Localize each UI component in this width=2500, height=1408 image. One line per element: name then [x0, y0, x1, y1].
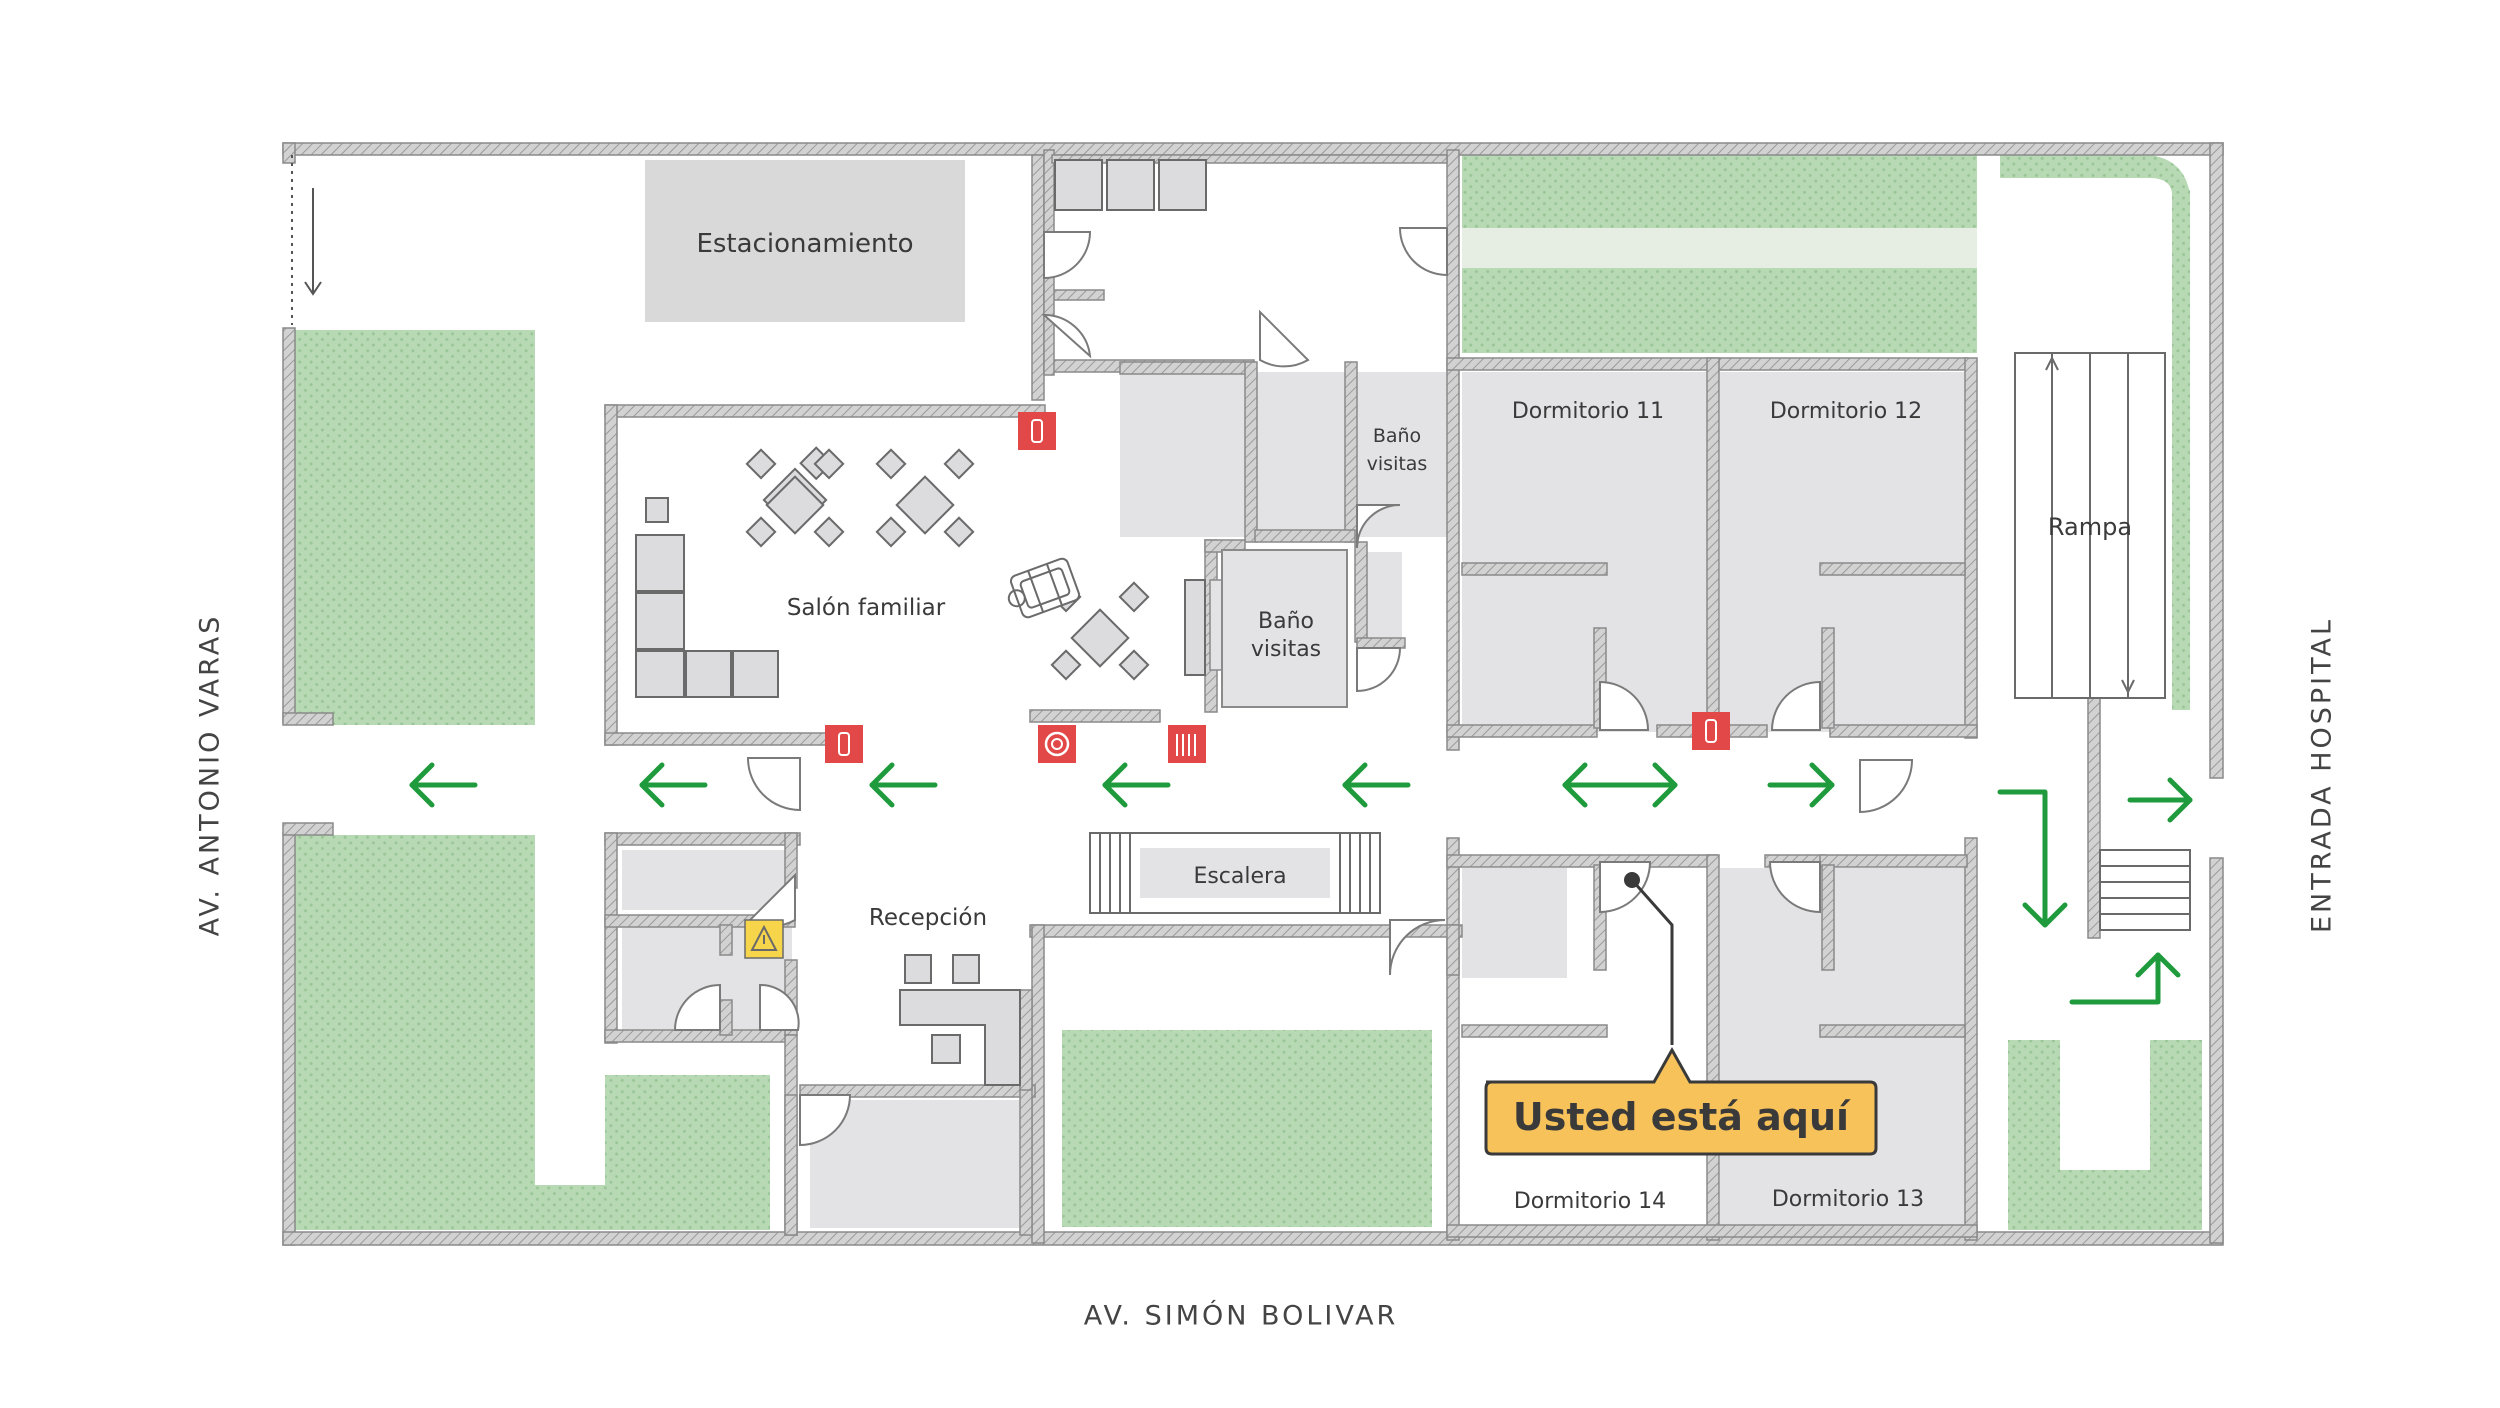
dorm-13-label: Dormitorio 13 — [1772, 1187, 1924, 1212]
stairs-label: Escalera — [1193, 864, 1286, 889]
you-are-here-label: Usted está aquí — [1513, 1095, 1851, 1139]
dorm-11-label: Dormitorio 11 — [1512, 399, 1664, 424]
bathroom-a-label-line1: Baño — [1373, 425, 1421, 447]
family-lounge-label: Salón familiar — [787, 595, 946, 621]
ramp-label: Rampa — [2048, 513, 2132, 541]
parking-entry-arrow — [291, 155, 322, 325]
you-are-here-pin — [1484, 872, 1878, 1156]
bathroom-b-label-line1: Baño — [1258, 609, 1314, 634]
bathroom-b-label-line2: visitas — [1251, 637, 1321, 662]
doors — [673, 227, 1914, 1147]
street-left-label: AV. ANTONIO VARAS — [194, 613, 226, 937]
exit-arrow-both — [1562, 762, 1678, 808]
storage-boxes — [1054, 159, 1207, 211]
ramp — [2014, 352, 2166, 699]
fire-extinguisher-icon — [1018, 412, 1056, 450]
exit-arrow-down — [1997, 789, 2068, 928]
bathroom-a-label-line2: visitas — [1367, 453, 1428, 475]
reception-desk — [899, 954, 1021, 1086]
tables — [745, 446, 1150, 681]
stairs — [1089, 832, 1381, 914]
exit-arrow-left — [639, 762, 708, 808]
exit-arrow-left — [1102, 762, 1171, 808]
street-right-label: ENTRADA HOSPITAL — [2306, 616, 2338, 934]
parking-label: Estacionamiento — [696, 229, 913, 259]
exit-arrow-right — [2127, 777, 2193, 823]
massage-chair-icon — [1007, 557, 1081, 619]
wet-floor-warning-icon — [744, 919, 784, 959]
evacuation-arrows — [409, 762, 2193, 1005]
street-bottom-label: AV. SIMÓN BOLIVAR — [1083, 1300, 1399, 1332]
gardens — [295, 155, 2202, 1230]
fire-alarm-icon — [1038, 725, 1076, 763]
dorm-14-label: Dormitorio 14 — [1514, 1189, 1666, 1214]
fire-extinguisher-icon — [825, 725, 863, 763]
reception-label: Recepción — [869, 905, 987, 931]
exit-arrow-right — [1767, 762, 1835, 808]
dorm-12-label: Dormitorio 12 — [1770, 399, 1922, 424]
parking-area — [645, 160, 965, 322]
entrance-steps — [2099, 849, 2191, 931]
fire-extinguisher-icon — [1692, 712, 1730, 750]
exit-arrow-up — [2069, 952, 2181, 1005]
exit-arrow-left — [409, 762, 478, 808]
exit-arrow-left — [869, 762, 938, 808]
fire-hose-icon — [1168, 725, 1206, 763]
lounge-furniture — [635, 497, 1206, 698]
walls — [282, 142, 2224, 1246]
exit-arrow-left — [1342, 762, 1411, 808]
room-labels: Estacionamiento Salón familiar Baño visi… — [696, 229, 2132, 1214]
